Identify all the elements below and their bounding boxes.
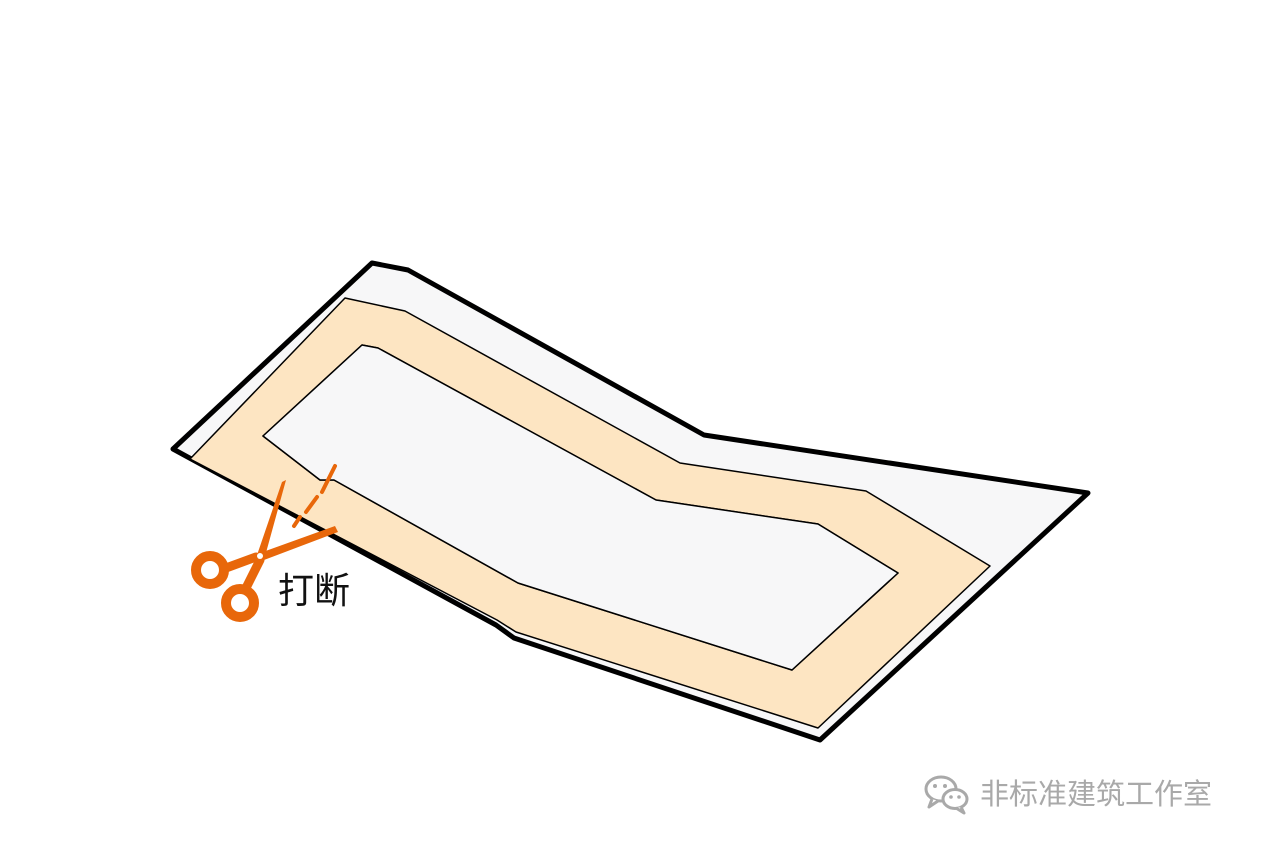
cut-label: 打断 (278, 571, 351, 612)
wechat-icon (922, 772, 972, 816)
watermark: 非标准建筑工作室 (922, 772, 1212, 816)
break-marks (292, 464, 337, 528)
inner-opening (262, 344, 899, 671)
watermark-text: 非标准建筑工作室 (980, 777, 1213, 811)
scissors-icon (191, 480, 338, 622)
